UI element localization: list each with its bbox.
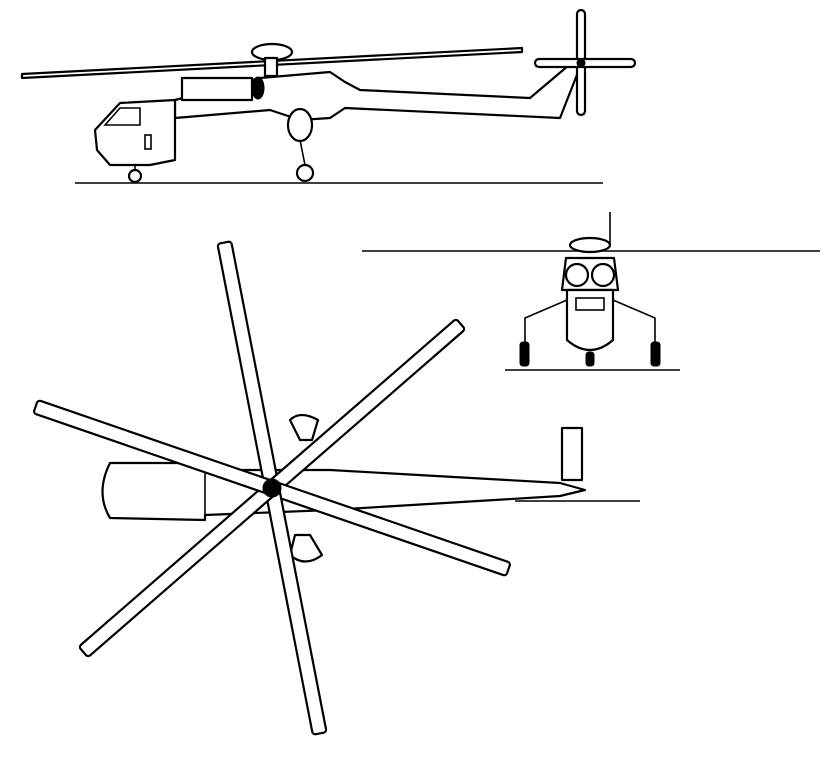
side-engine (180, 76, 254, 102)
side-rotor-mast (263, 56, 279, 78)
side-nose-wheel (127, 168, 143, 184)
rotor-blade (216, 240, 280, 490)
side-cockpit-window (103, 107, 141, 126)
top-rotor-hub (262, 478, 282, 498)
top-engine-pod-lower (288, 533, 324, 563)
side-engine-intake (251, 76, 265, 100)
side-engine-pod (286, 107, 314, 143)
front-nose-wheel (585, 351, 595, 367)
front-right-wheel (650, 341, 661, 367)
front-landing-legs (524, 299, 656, 345)
side-door (144, 134, 152, 150)
front-left-wheel (519, 341, 530, 367)
top-engine-pod-upper (288, 413, 320, 442)
front-window (575, 297, 605, 311)
top-main-rotor-blades (33, 240, 511, 736)
top-tail-rotor (560, 426, 584, 482)
side-tail-rotor-hub (576, 58, 586, 68)
side-main-gear-strut (299, 139, 306, 166)
side-view (20, 8, 637, 184)
top-view (33, 240, 640, 736)
side-main-wheel (295, 163, 315, 183)
rotor-blade (267, 318, 466, 494)
front-fuselage (565, 288, 615, 352)
front-left-engine (564, 262, 590, 288)
front-rotor-dome (568, 236, 612, 254)
rotor-blade (264, 486, 328, 736)
front-right-engine (590, 262, 616, 288)
side-cockpit (93, 98, 177, 167)
front-view (362, 212, 820, 371)
